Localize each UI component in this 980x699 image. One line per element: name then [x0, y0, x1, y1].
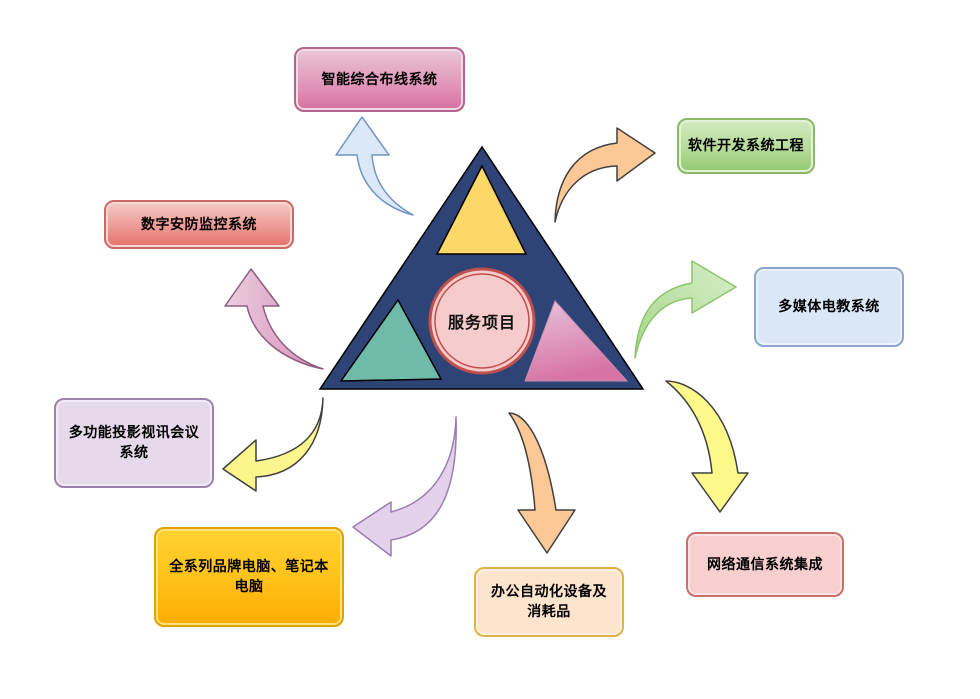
arrow-to-multimedia — [634, 260, 737, 359]
service-label-multimedia: 多媒体电教系统 — [778, 299, 880, 315]
center-circle — [428, 267, 536, 375]
service-label-office-line-2: 消耗品 — [527, 604, 571, 620]
service-box-software[interactable]: 软件开发系统工程 — [677, 118, 815, 174]
service-box-multimedia[interactable]: 多媒体电教系统 — [754, 267, 904, 347]
service-label-network: 网络通信系统集成 — [707, 556, 823, 573]
service-box-computers[interactable]: 全系列品牌电脑、笔记本 电脑 — [154, 527, 344, 627]
service-label-conference: 多功能投影视讯会议 系统 — [63, 423, 206, 463]
arrow-to-network — [665, 380, 749, 513]
service-label-software: 软件开发系统工程 — [688, 138, 804, 154]
service-label-conference-line-2: 系统 — [119, 445, 149, 461]
arrow-to-office — [508, 412, 576, 554]
service-box-conference[interactable]: 多功能投影视讯会议 系统 — [54, 398, 214, 488]
pyramid-left-triangle — [339, 298, 443, 382]
pyramid-top-triangle — [435, 164, 528, 255]
service-label-office-line-1: 办公自动化设备及 — [491, 584, 607, 600]
service-label-computers: 全系列品牌电脑、笔记本 电脑 — [163, 557, 335, 597]
service-label-office: 办公自动化设备及 消耗品 — [485, 582, 613, 622]
service-label-computers-line-2: 电脑 — [234, 579, 264, 595]
service-box-security[interactable]: 数字安防监控系统 — [104, 200, 294, 249]
center-circle-inner-ring — [434, 273, 530, 369]
center-label: 服务项目 — [447, 313, 516, 332]
pyramid-right-triangle — [524, 300, 629, 382]
service-label-conference-line-1: 多功能投影视讯会议 — [68, 425, 200, 441]
service-box-office[interactable]: 办公自动化设备及 消耗品 — [474, 567, 624, 637]
arrow-to-software — [554, 127, 656, 223]
arrow-to-security — [224, 268, 324, 370]
service-box-cabling[interactable]: 智能综合布线系统 — [294, 47, 465, 112]
service-label-cabling: 智能综合布线系统 — [321, 71, 438, 88]
service-box-network[interactable]: 网络通信系统集成 — [686, 532, 844, 597]
arrow-to-conference — [222, 397, 324, 492]
service-label-security: 数字安防监控系统 — [141, 216, 257, 233]
arrow-to-cabling — [335, 116, 414, 216]
arrow-to-computers — [352, 416, 457, 557]
service-label-computers-line-1: 全系列品牌电脑、笔记本 — [169, 559, 329, 575]
